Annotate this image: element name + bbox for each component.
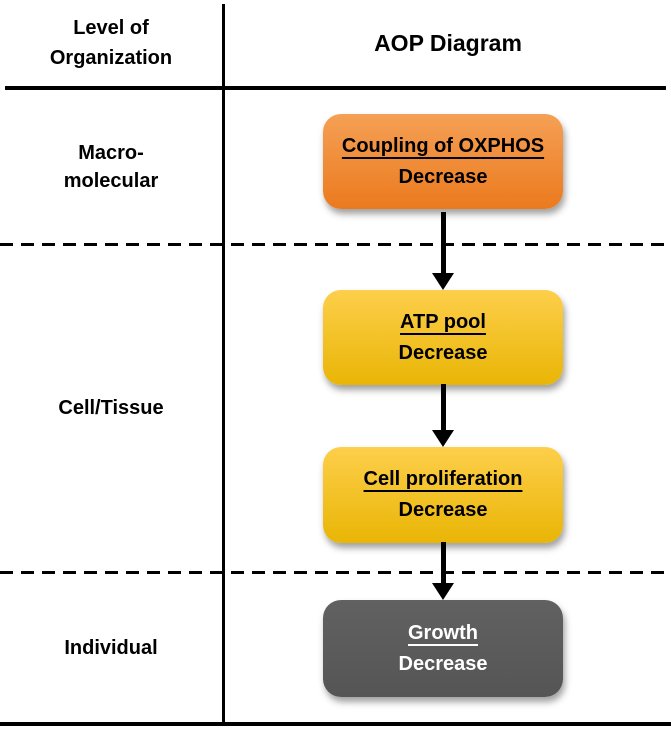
level-label-cell-tissue: Cell/Tissue bbox=[0, 245, 222, 571]
node-growth-title: Growth bbox=[408, 621, 478, 644]
down-arrow-2-head-icon bbox=[432, 430, 454, 447]
node-coupling-of-oxphos-title: Coupling of OXPHOS bbox=[341, 134, 545, 157]
level-individual-line-1: Individual bbox=[64, 636, 158, 659]
node-atp-pool: ATP pool Decrease bbox=[323, 290, 563, 385]
down-arrow-2 bbox=[432, 384, 454, 447]
column-header-level-of-organization: Level of Organization bbox=[0, 0, 222, 86]
header-left-line-1: Level of bbox=[73, 17, 149, 39]
header-separator-line bbox=[5, 86, 666, 90]
node-atp-pool-title: ATP pool bbox=[400, 310, 486, 333]
down-arrow-1-head-icon bbox=[432, 273, 454, 290]
node-coupling-of-oxphos-direction: Decrease bbox=[398, 165, 488, 188]
dashed-separator-macromolecular-celltissue bbox=[0, 243, 671, 246]
node-growth-direction: Decrease bbox=[398, 652, 488, 675]
down-arrow-1-shaft bbox=[440, 212, 446, 273]
bottom-border-line bbox=[0, 722, 671, 726]
node-cell-proliferation-direction: Decrease bbox=[398, 499, 488, 521]
level-celltissue-line-1: Cell/Tissue bbox=[58, 397, 164, 419]
down-arrow-1 bbox=[432, 212, 454, 290]
node-coupling-of-oxphos: Coupling of OXPHOS Decrease bbox=[323, 114, 563, 209]
down-arrow-3 bbox=[432, 542, 454, 600]
level-label-individual: Individual bbox=[0, 573, 222, 722]
down-arrow-3-shaft bbox=[440, 542, 446, 583]
level-macro-line-2: molecular bbox=[63, 169, 159, 192]
down-arrow-2-shaft bbox=[440, 384, 446, 430]
level-label-macromolecular: Macro- molecular bbox=[0, 90, 222, 243]
header-left-line-2: Organization bbox=[49, 47, 173, 69]
node-cell-proliferation: Cell proliferation Decrease bbox=[323, 447, 563, 543]
node-cell-proliferation-title: Cell proliferation bbox=[363, 468, 523, 490]
header-right-title: AOP Diagram bbox=[374, 29, 522, 56]
node-growth: Growth Decrease bbox=[323, 600, 563, 697]
level-macro-line-1: Macro- bbox=[78, 141, 144, 164]
node-atp-pool-direction: Decrease bbox=[398, 341, 488, 364]
down-arrow-3-head-icon bbox=[432, 583, 454, 600]
column-divider-line bbox=[222, 4, 225, 726]
dashed-separator-celltissue-individual bbox=[0, 571, 671, 574]
column-header-aop-diagram: AOP Diagram bbox=[225, 0, 671, 86]
